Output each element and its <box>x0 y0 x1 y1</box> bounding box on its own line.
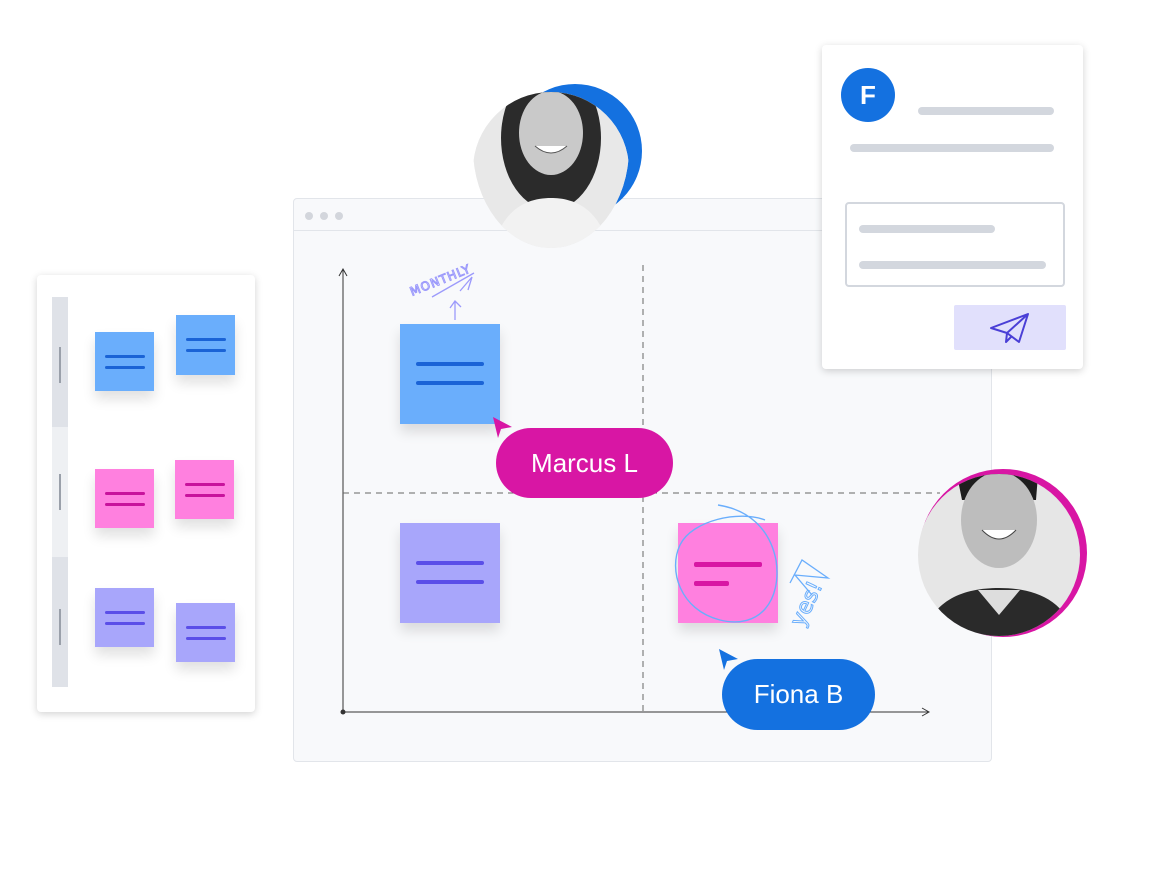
sticky-palette-panel <box>37 275 255 712</box>
reply-input[interactable] <box>845 202 1065 287</box>
cursor-pointer-marcus <box>493 417 512 438</box>
palette-sticky-blue[interactable] <box>176 315 235 375</box>
palette-sticky-blue[interactable] <box>95 332 154 391</box>
palette-sticky-pink[interactable] <box>95 469 154 528</box>
window-dot <box>305 212 313 220</box>
window-dot <box>320 212 328 220</box>
window-dot <box>335 212 343 220</box>
annotation-monthly: MONTHLY <box>408 262 473 299</box>
cursor-label-marcus: Marcus L <box>496 428 673 498</box>
panel-scrollbar[interactable] <box>52 297 68 687</box>
comment-avatar: F <box>841 68 895 122</box>
board-sticky-blue[interactable] <box>400 324 500 424</box>
avatar-woman-photo <box>473 92 629 248</box>
palette-sticky-purple[interactable] <box>176 603 235 662</box>
paper-plane-icon <box>990 312 1029 343</box>
window-titlebar <box>294 199 991 231</box>
board-sticky-pink[interactable] <box>678 523 778 623</box>
cursor-pointer-fiona <box>719 649 738 670</box>
palette-sticky-purple[interactable] <box>95 588 154 647</box>
send-button[interactable] <box>954 305 1066 350</box>
board-sticky-purple[interactable] <box>400 523 500 623</box>
cursor-label-fiona: Fiona B <box>722 659 875 730</box>
comment-name-placeholder <box>918 107 1054 115</box>
annotation-yes: yes! <box>786 578 828 631</box>
avatar-man-photo <box>918 474 1080 636</box>
palette-sticky-pink[interactable] <box>175 460 234 519</box>
comment-card: F <box>822 45 1083 369</box>
comment-text-placeholder <box>850 144 1054 152</box>
